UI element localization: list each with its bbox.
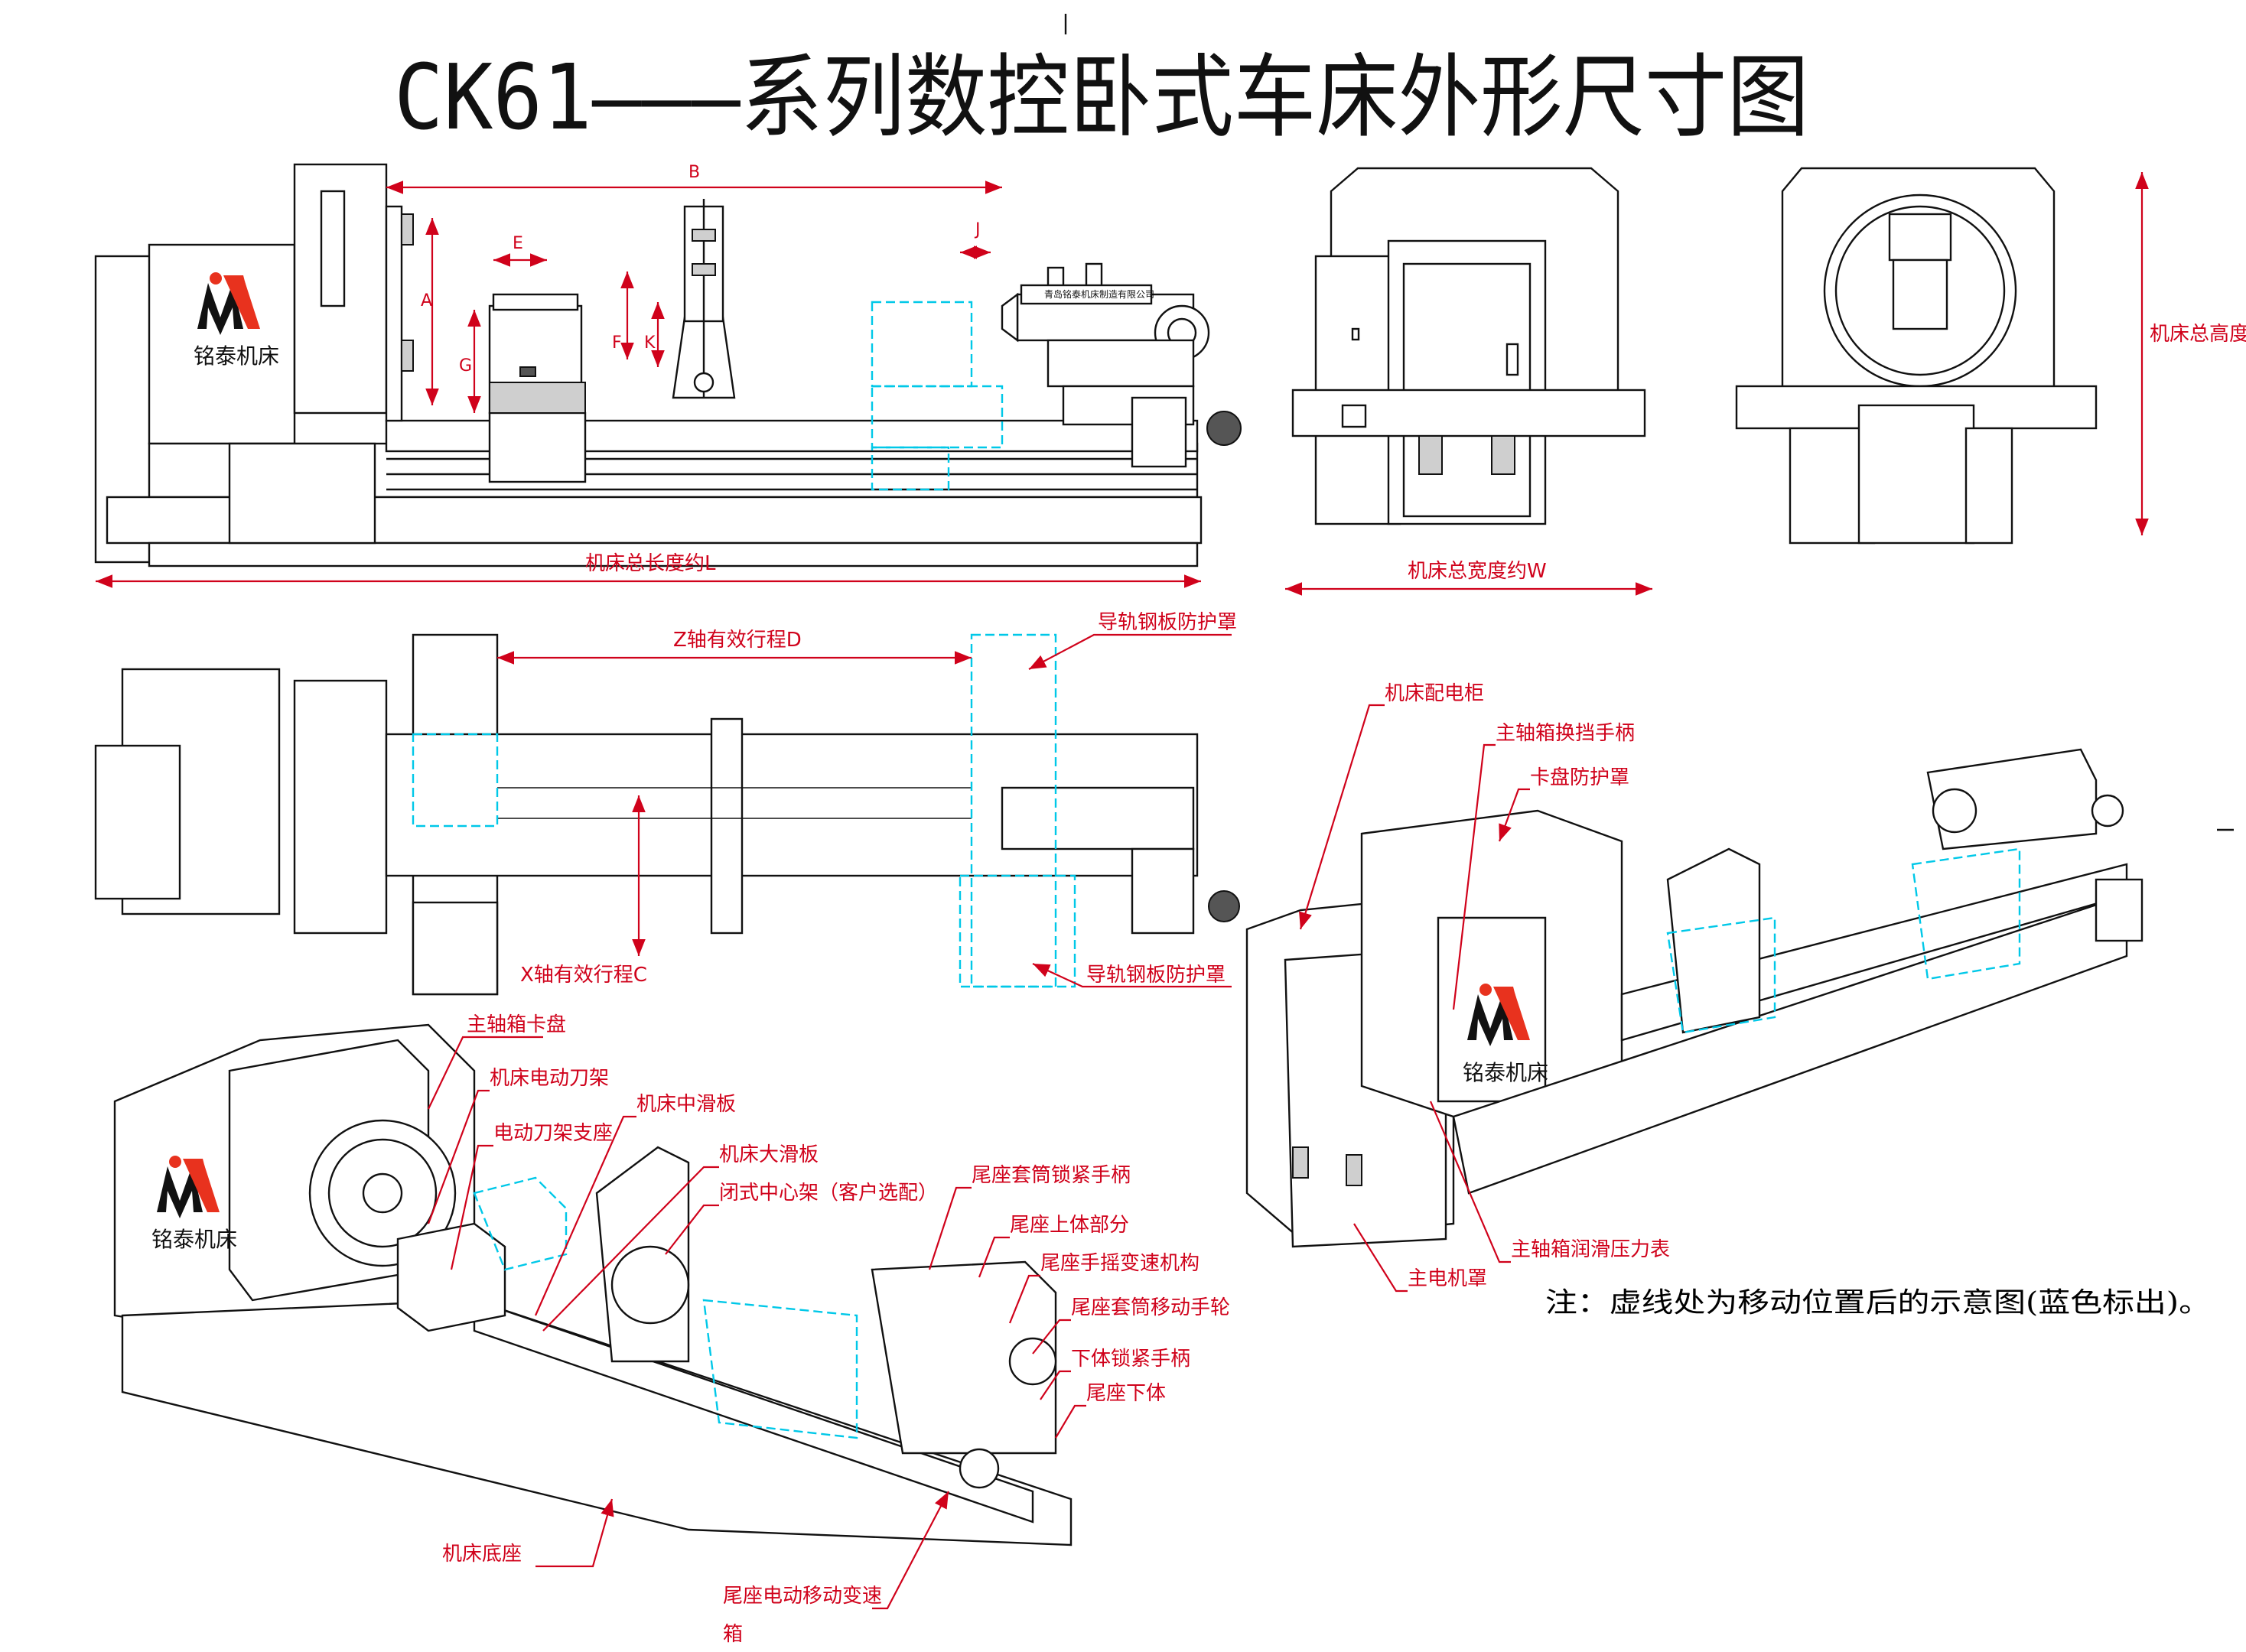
iso-left-label-4: 机床大滑板 bbox=[719, 1143, 819, 1166]
front-logo-cn: 铭泰机床 bbox=[194, 343, 279, 369]
iso-right-label-2: 卡盘防护罩 bbox=[1530, 766, 1629, 789]
iso-left-label-11: 尾座下体 bbox=[1086, 1382, 1166, 1405]
iso-left-label-6: 尾座套筒锁紧手柄 bbox=[972, 1164, 1131, 1187]
end-view: 机床总高度约H bbox=[1735, 167, 2246, 545]
note-text: 注：虚线处为移动位置后的示意图(蓝色标出)。 bbox=[1545, 1287, 2211, 1319]
iso-right-view: 铭泰机床 机床配电柜 主轴箱换挡手柄 卡盘防护罩 主轴箱润滑压力表 主电机罩 bbox=[1245, 682, 2143, 1293]
iso-left-label-7: 尾座上体部分 bbox=[1010, 1214, 1129, 1237]
iso-left-label-13: 尾座电动移动变速 bbox=[723, 1585, 882, 1608]
dim-g: G bbox=[459, 356, 472, 376]
top-view: Z轴有效行程D X轴有效行程C 导轨钢板防护罩 导轨钢板防护罩 bbox=[94, 611, 1240, 996]
length-label: 机床总长度约L bbox=[585, 552, 716, 575]
dim-a: A bbox=[421, 291, 432, 311]
iso-left-logo-cn: 铭泰机床 bbox=[151, 1227, 237, 1252]
iso-right-logo-cn: 铭泰机床 bbox=[1463, 1060, 1548, 1085]
iso-left-label-14: 箱 bbox=[723, 1623, 743, 1646]
dim-k: K bbox=[644, 333, 656, 353]
page-title: CK61———系列数控卧式车床外形尺寸图 bbox=[394, 44, 1809, 150]
iso-left-label-10: 下体锁紧手柄 bbox=[1071, 1348, 1190, 1371]
iso-left-label-2: 电动刀架支座 bbox=[493, 1122, 613, 1145]
dim-f: F bbox=[612, 333, 622, 353]
iso-left-label-9: 尾座套筒移动手轮 bbox=[1071, 1296, 1230, 1319]
z-travel-label: Z轴有效行程D bbox=[673, 629, 802, 652]
front-view: 青岛铭泰机床制造有限公司 铭泰机床 B E J A G F K 机床总长度约L bbox=[94, 163, 1242, 588]
iso-left-view: 铭泰机床 主轴箱卡盘 机床电动刀架 电动刀架支座 机床中滑板 机床大滑板 闭式中… bbox=[113, 1013, 1230, 1646]
iso-left-label-5: 闭式中心架（客户选配） bbox=[719, 1182, 938, 1205]
iso-right-label-0: 机床配电柜 bbox=[1385, 682, 1484, 705]
iso-left-label-3: 机床中滑板 bbox=[636, 1093, 736, 1116]
iso-left-label-12: 机床底座 bbox=[442, 1543, 522, 1566]
iso-left-label-8: 尾座手摇变速机构 bbox=[1040, 1252, 1199, 1275]
dim-j: J bbox=[974, 220, 981, 239]
width-label: 机床总宽度约W bbox=[1408, 560, 1547, 583]
dim-e: E bbox=[513, 234, 523, 253]
iso-left-label-0: 主轴箱卡盘 bbox=[467, 1013, 566, 1036]
side-view: 机床总宽度约W bbox=[1285, 167, 1652, 596]
iso-left-label-1: 机床电动刀架 bbox=[490, 1067, 609, 1090]
guard-label-bottom: 导轨钢板防护罩 bbox=[1086, 964, 1226, 987]
dim-b: B bbox=[688, 163, 700, 182]
iso-right-label-4: 主电机罩 bbox=[1408, 1267, 1487, 1290]
height-label: 机床总高度约H bbox=[2150, 323, 2246, 346]
iso-right-label-3: 主轴箱润滑压力表 bbox=[1511, 1238, 1670, 1261]
iso-right-label-1: 主轴箱换挡手柄 bbox=[1496, 722, 1635, 745]
front-nameplate-line1: 青岛铭泰机床制造有限公司 bbox=[1044, 288, 1154, 300]
x-travel-label: X轴有效行程C bbox=[520, 964, 647, 987]
guard-label-top: 导轨钢板防护罩 bbox=[1098, 611, 1237, 634]
